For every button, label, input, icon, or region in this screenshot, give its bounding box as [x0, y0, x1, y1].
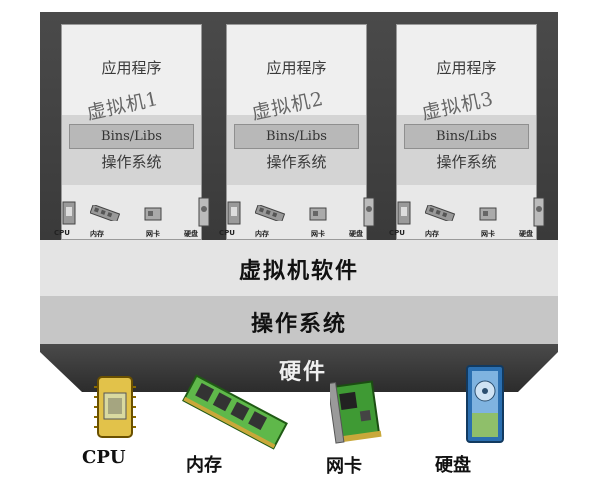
vm-3: 应用程序 虚拟机3 Bins/Libs 操作系统 CPU 内存 网卡 硬盘 [389, 24, 545, 240]
hardware-label: 硬件 [278, 360, 327, 385]
nic-icon [479, 207, 497, 221]
vm-cpu-label: CPU [54, 229, 70, 237]
vm-os-label: 操作系统 [101, 153, 162, 171]
memory-icon [182, 374, 288, 450]
cpu-icon [227, 201, 241, 225]
vm-app-area [397, 25, 536, 115]
hardware-layer [40, 344, 558, 392]
vm-app-label: 应用程序 [266, 59, 327, 77]
disk-icon [198, 197, 210, 227]
disk-label: 硬盘 [435, 455, 471, 476]
vm-hardware: CPU 内存 网卡 硬盘 [54, 185, 210, 239]
cpu-icon [397, 201, 411, 225]
disk-icon [363, 197, 375, 227]
cpu-icon [94, 376, 136, 438]
vm-app-label: 应用程序 [101, 59, 162, 77]
vm-cpu-label: CPU [389, 229, 405, 237]
vm-2: 应用程序 虚拟机2 Bins/Libs 操作系统 CPU 内存 网卡 硬盘 [219, 24, 375, 240]
vm-disk-label: 硬盘 [184, 230, 198, 238]
host-os-label: 操作系统 [250, 312, 347, 337]
vm-memory-label: 内存 [425, 230, 439, 238]
vm-software-layer: 虚拟机软件 [40, 240, 558, 296]
memory-icon [90, 205, 120, 221]
vm-disk-label: 硬盘 [519, 230, 533, 238]
vm-disk-label: 硬盘 [349, 230, 363, 238]
vm-nic-label: 网卡 [481, 230, 495, 238]
vm-hardware: CPU 内存 网卡 硬盘 [219, 185, 375, 239]
nic-icon [309, 207, 327, 221]
vm-memory-label: 内存 [255, 230, 269, 238]
disk-icon [533, 197, 545, 227]
disk-icon [466, 365, 504, 443]
vm-app-area [62, 25, 201, 115]
memory-icon [255, 205, 285, 221]
vm-os-label: 操作系统 [436, 153, 497, 171]
nic-icon [144, 207, 162, 221]
cpu-label: CPU [82, 447, 126, 468]
vm-bins-libs: Bins/Libs [69, 124, 194, 149]
vm-app-area [227, 25, 366, 115]
cpu-icon [62, 201, 76, 225]
memory-icon [425, 205, 455, 221]
vm-nic-label: 网卡 [146, 230, 160, 238]
vm-nic-label: 网卡 [311, 230, 325, 238]
host-os-layer: 操作系统 [40, 296, 558, 344]
vm-app-label: 应用程序 [436, 59, 497, 77]
nic-icon [330, 380, 382, 444]
vm-os-label: 操作系统 [266, 153, 327, 171]
vm-1: 应用程序 虚拟机1 Bins/Libs 操作系统 CPU 内存 网卡 硬盘 [54, 24, 210, 240]
vm-software-label: 虚拟机软件 [238, 259, 359, 284]
vm-memory-label: 内存 [90, 230, 104, 238]
memory-label: 内存 [186, 455, 222, 476]
vm-cpu-label: CPU [219, 229, 235, 237]
vm-bins-libs: Bins/Libs [404, 124, 529, 149]
vm-hardware: CPU 内存 网卡 硬盘 [389, 185, 545, 239]
vm-bins-libs: Bins/Libs [234, 124, 359, 149]
nic-label: 网卡 [326, 456, 362, 477]
